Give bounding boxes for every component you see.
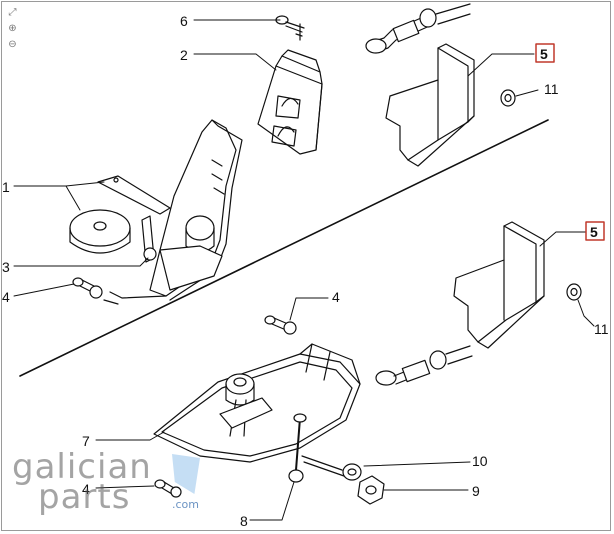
callout-5-upper-box bbox=[535, 43, 555, 63]
callout-2[interactable]: 2 bbox=[180, 47, 188, 63]
watermark-line-1: galician bbox=[12, 447, 152, 487]
watermark-logo: galician parts .com bbox=[12, 450, 212, 520]
callout-5-lower-box bbox=[585, 221, 605, 241]
cable-end-top bbox=[365, 3, 471, 54]
zoom-out-icon[interactable]: ⊖ bbox=[8, 39, 17, 50]
part-2-block bbox=[257, 49, 323, 155]
watermark-domain: .com bbox=[172, 498, 199, 511]
callout-5-lower[interactable]: 5 bbox=[590, 224, 598, 240]
callout-5-upper[interactable]: 5 bbox=[540, 46, 548, 62]
callout-7[interactable]: 7 bbox=[82, 433, 90, 449]
upper-shift-mechanism bbox=[69, 119, 243, 305]
expand-icon[interactable]: ⤢ bbox=[8, 7, 17, 18]
part-11-nut-upper bbox=[500, 89, 516, 107]
callout-3[interactable]: 3 bbox=[2, 259, 10, 275]
callout-9[interactable]: 9 bbox=[472, 483, 480, 499]
callout-8[interactable]: 8 bbox=[240, 513, 248, 529]
part-9-nut bbox=[357, 475, 385, 505]
callout-1[interactable]: 1 bbox=[2, 179, 10, 195]
zoom-in-icon[interactable]: ⊕ bbox=[8, 23, 17, 34]
section-divider bbox=[19, 119, 549, 377]
callout-11-lower[interactable]: 11 bbox=[594, 321, 609, 337]
callout-labels: 6 2 1 3 4 4 4 11 11 7 8 10 9 5 5 bbox=[2, 13, 609, 529]
callout-4-lower[interactable]: 4 bbox=[82, 481, 90, 497]
part-4-bolt-lower bbox=[154, 479, 182, 498]
callout-4-middle[interactable]: 4 bbox=[332, 289, 340, 305]
callout-6[interactable]: 6 bbox=[180, 13, 188, 29]
part-4-bolt-middle bbox=[264, 315, 297, 335]
leader-lines bbox=[13, 19, 595, 521]
callout-10[interactable]: 10 bbox=[472, 453, 488, 469]
part-10-washer bbox=[342, 463, 362, 481]
part-5-bracket-lower bbox=[453, 221, 545, 349]
cable-end-lower bbox=[375, 345, 473, 386]
part-4-bolt-left bbox=[72, 277, 103, 299]
part-5-bracket-upper bbox=[385, 43, 475, 167]
callout-11-upper[interactable]: 11 bbox=[544, 81, 559, 97]
logo-flag-icon bbox=[172, 454, 200, 494]
part-11-nut-lower bbox=[566, 283, 582, 301]
callout-4-left[interactable]: 4 bbox=[2, 289, 10, 305]
lower-shifter-housing bbox=[153, 343, 361, 483]
watermark-line-2: parts bbox=[38, 477, 131, 517]
zoom-toolbar: ⤢ ⊕ ⊖ bbox=[6, 6, 20, 54]
